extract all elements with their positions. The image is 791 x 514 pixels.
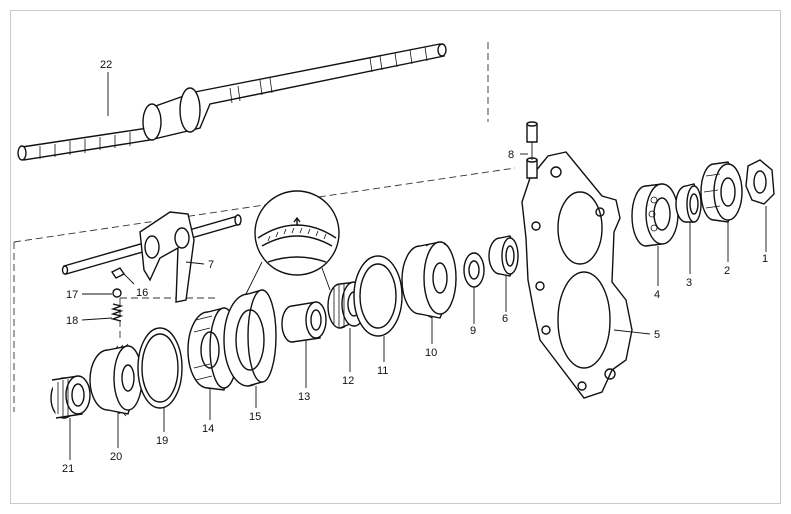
part-label-14: 14	[202, 423, 214, 435]
part-16-detent-plunger	[110, 267, 126, 279]
part-9-thrust-washer	[463, 252, 485, 288]
part-label-8: 8	[508, 149, 514, 161]
part-label-17: 17	[66, 289, 78, 301]
part-leader-lines	[69, 72, 767, 460]
part-15-slider-sleeve	[223, 289, 277, 387]
part-2-roller-bearing	[700, 161, 743, 223]
needle-bearing-detail-inset	[244, 190, 340, 297]
part-label-15: 15	[249, 411, 261, 423]
part-label-13: 13	[298, 391, 310, 403]
part-label-20: 20	[110, 451, 122, 463]
part-5-intermediate-plate	[521, 151, 633, 399]
part-label-22: 22	[100, 59, 112, 71]
part-22-main-shaft	[17, 43, 447, 161]
part-label-3: 3	[686, 277, 692, 289]
part-label-21: 21	[62, 463, 74, 475]
part-18-detent-spring	[110, 303, 124, 322]
part-7-shift-fork-and-rail	[61, 211, 242, 303]
part-label-12: 12	[342, 375, 354, 387]
part-label-2: 2	[724, 265, 730, 277]
part-label-7: 7	[208, 259, 214, 271]
part-4-ball-bearing	[631, 183, 679, 247]
part-number-labels: 1 2 3 4 5 6 7 8 9 10 11 12 13 14 15 16 1…	[62, 59, 768, 475]
part-label-9: 9	[470, 325, 476, 337]
part-3-spacer-ring	[675, 183, 702, 223]
part-label-5: 5	[654, 329, 660, 341]
part-label-6: 6	[502, 313, 508, 325]
part-8-dowel-pins	[526, 121, 538, 179]
part-17-detent-ball	[112, 288, 122, 298]
part-1-shaft-nut	[745, 159, 775, 205]
part-21-needle-bearing	[50, 375, 91, 419]
part-20-gear	[89, 343, 143, 417]
part-label-4: 4	[654, 289, 660, 301]
part-label-19: 19	[156, 435, 168, 447]
part-11-synchro-ring	[353, 255, 403, 337]
part-label-18: 18	[66, 315, 78, 327]
part-10-gear	[401, 241, 457, 319]
part-label-1: 1	[762, 253, 768, 265]
part-6-bearing-race	[488, 235, 519, 277]
part-13-bushing	[281, 301, 327, 343]
part-label-10: 10	[425, 347, 437, 359]
part-label-11: 11	[377, 365, 388, 377]
part-label-16: 16	[136, 287, 148, 299]
diagram-frame	[10, 10, 781, 504]
assembly-guide-lines	[13, 42, 516, 412]
part-19-synchro-ring	[137, 327, 183, 409]
